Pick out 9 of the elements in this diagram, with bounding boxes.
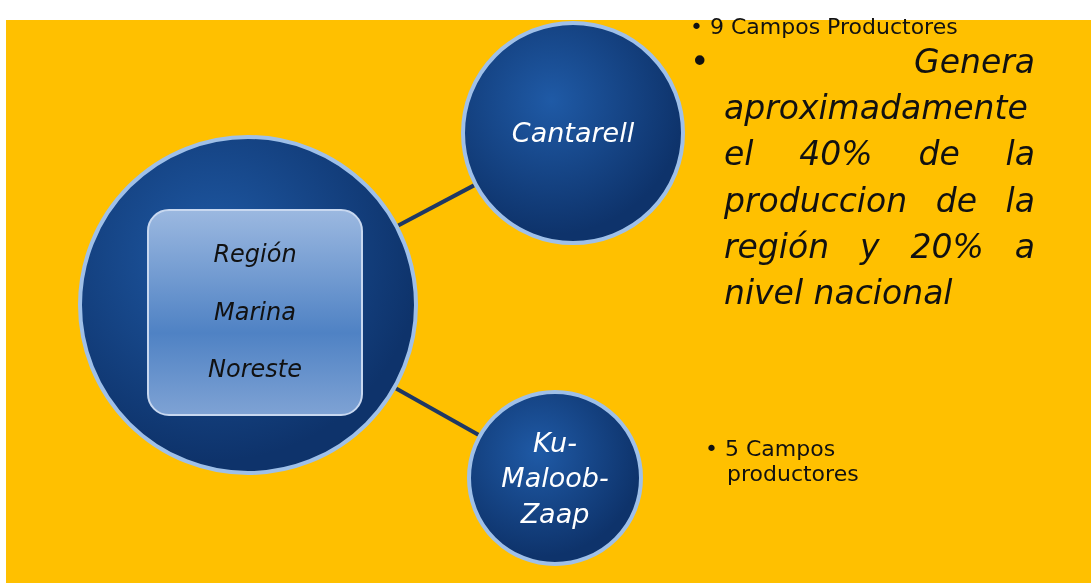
node-label: Ku-Maloob-Zaap bbox=[500, 426, 610, 531]
bullet-text: • Genera aproximadamente el 40% de la produccion de la región y 20% a nivel nacional bbox=[690, 41, 1035, 314]
connector-line bbox=[395, 386, 480, 437]
bullet-text: • 9 Campos Productores bbox=[690, 14, 959, 39]
node-label: Cantarell bbox=[510, 116, 636, 151]
connector-line bbox=[397, 183, 475, 228]
label-box bbox=[147, 209, 363, 416]
node-label: Región Marina Noreste bbox=[207, 239, 303, 386]
bullet-text: • 5 Campos productores bbox=[705, 436, 860, 486]
